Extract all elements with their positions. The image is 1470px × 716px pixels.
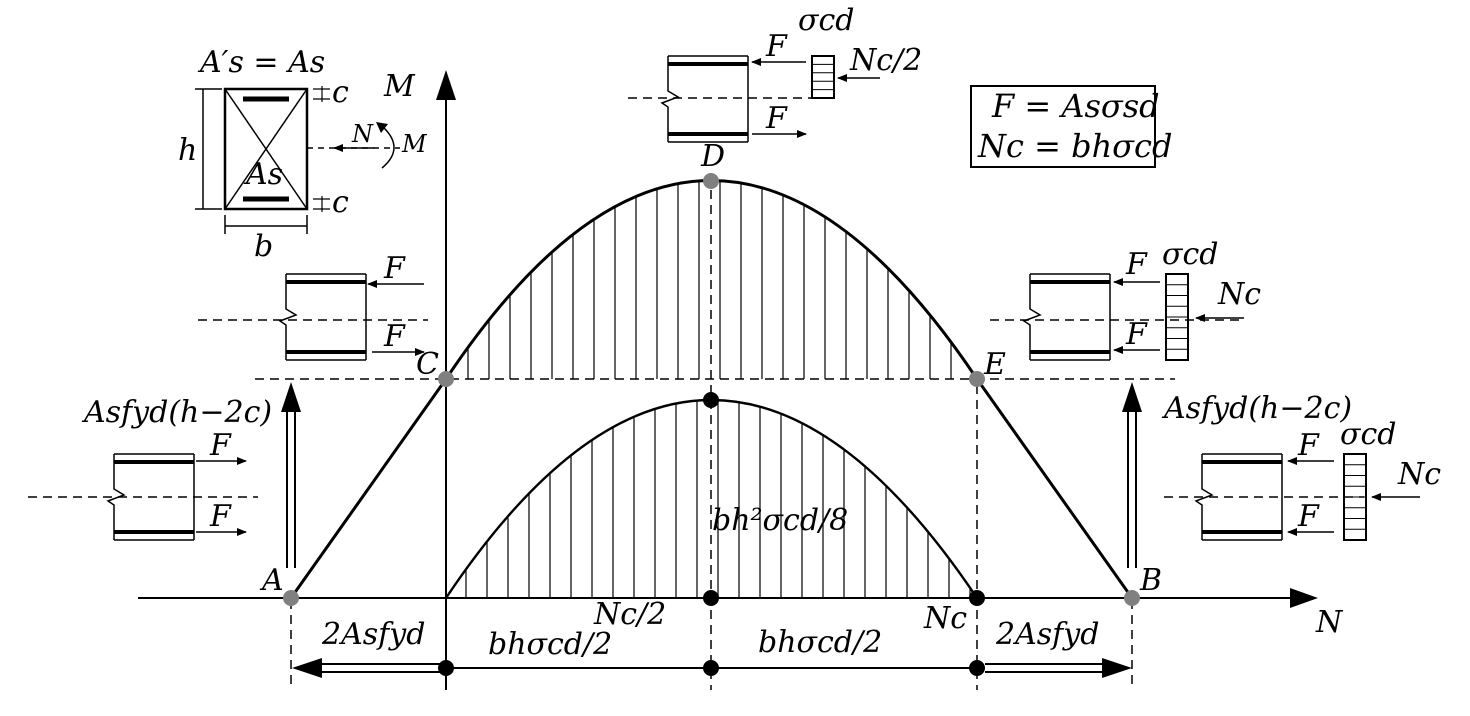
section-m-label: M <box>401 130 428 158</box>
nc-force-label: Nc <box>1217 277 1261 312</box>
curve-points <box>283 173 1140 676</box>
sketch-at-d <box>660 55 749 143</box>
force-label-f: F <box>1125 247 1148 282</box>
sigma-label: σcd <box>798 3 854 38</box>
dim-arrow-left <box>292 658 440 678</box>
label-a: A <box>259 563 284 598</box>
dim-arrow-right <box>985 658 1132 678</box>
point-d <box>703 173 719 189</box>
stress-block-full <box>1343 453 1367 541</box>
arrow-up-at-b <box>1122 382 1142 568</box>
inner-parabola <box>445 399 978 599</box>
inner-peak-point <box>703 392 719 408</box>
force-label-f: F <box>765 101 788 136</box>
sigma-label: σcd <box>1340 417 1396 452</box>
section-b-label: b <box>254 229 273 264</box>
nc-point <box>969 590 985 606</box>
right-moment-label: Asfyd(h−2c) <box>1161 391 1352 426</box>
dim-mid-left-label: bhσcd/2 <box>488 627 612 662</box>
sigma-label: σcd <box>1162 237 1218 272</box>
dim-right-label: 2Asfyd <box>995 617 1099 652</box>
legend-box <box>970 85 1156 168</box>
stress-block-half <box>811 55 835 99</box>
section-c-top: c <box>332 75 349 110</box>
cross-section <box>195 86 400 234</box>
point-e <box>969 371 985 387</box>
force-label-f: F <box>1125 317 1148 352</box>
stress-block-full <box>1165 273 1189 361</box>
legend-line-2: Nc = bhσcd <box>977 127 1172 165</box>
left-moment-label: Asfyd(h−2c) <box>81 395 272 430</box>
n-axis-label: N <box>1315 605 1344 640</box>
section-n-label: N <box>351 120 374 148</box>
force-label-f: F <box>383 319 406 354</box>
force-label-f: F <box>209 499 232 534</box>
label-d: D <box>700 139 725 174</box>
dim-left-label: 2Asfyd <box>321 617 425 652</box>
point-c <box>438 371 454 387</box>
sketch-at-b <box>1194 453 1283 541</box>
arrow-up-at-a <box>281 382 301 568</box>
nc-half-force-label: Nc/2 <box>849 43 922 78</box>
nc-half-label: Nc/2 <box>593 597 666 632</box>
force-label-f: F <box>1297 428 1320 463</box>
m-axis <box>436 70 456 690</box>
label-b: B <box>1139 563 1162 598</box>
point-a <box>283 590 299 606</box>
m-axis-label: M <box>383 69 416 104</box>
inner-peak-label: bh²σcd/8 <box>712 503 848 538</box>
sketch-at-e <box>1022 273 1111 361</box>
force-label-f: F <box>1297 499 1320 534</box>
section-top-label: A′s = As <box>197 45 325 80</box>
point-b <box>1124 590 1140 606</box>
dim-mid-right-label: bhσcd/2 <box>758 625 882 660</box>
force-label-f: F <box>209 428 232 463</box>
nc-force-label: Nc <box>1397 457 1441 492</box>
inner-mid-point <box>703 590 719 606</box>
section-as-label: As <box>243 157 283 192</box>
nc-label: Nc <box>923 601 967 636</box>
force-label-f: F <box>383 251 406 286</box>
legend-line-1: F = Asσsd <box>991 87 1160 125</box>
section-c-bottom: c <box>332 185 349 220</box>
sketch-at-c <box>278 273 367 361</box>
section-h-label: h <box>178 133 197 168</box>
force-label-f: F <box>765 29 788 64</box>
label-e: E <box>983 347 1006 382</box>
